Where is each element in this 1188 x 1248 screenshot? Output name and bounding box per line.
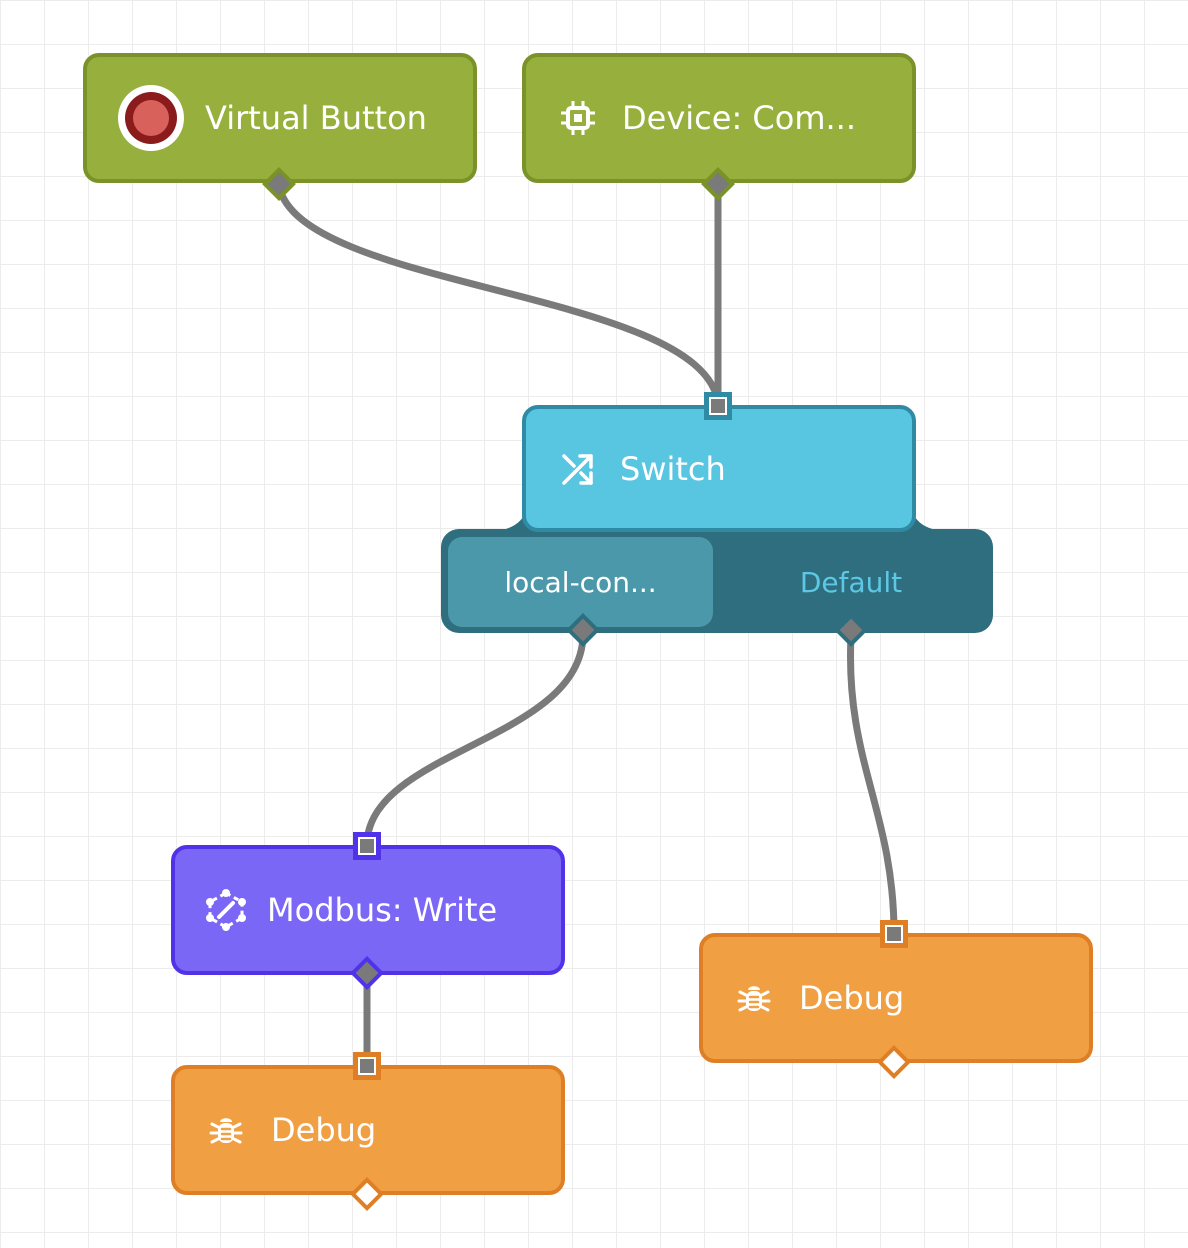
output-port[interactable] <box>700 166 736 202</box>
wire-switch-local-to-modbus <box>363 632 587 846</box>
output-port[interactable] <box>876 1044 912 1080</box>
output-port[interactable] <box>349 955 385 991</box>
chip-icon <box>560 100 596 136</box>
output-port[interactable] <box>261 166 297 202</box>
node-label: Modbus: Write <box>267 891 498 929</box>
modbus-icon <box>205 889 247 931</box>
record-button-icon <box>117 84 185 152</box>
output-port[interactable] <box>565 612 601 648</box>
node-label: Debug <box>271 1111 377 1149</box>
switch-tray-shoulder <box>909 495 943 531</box>
node-label: Debug <box>799 979 905 1017</box>
node-label: Device: Com... <box>622 99 856 137</box>
node-label: Virtual Button <box>205 99 427 137</box>
input-port[interactable] <box>702 390 734 422</box>
input-port[interactable] <box>878 918 910 950</box>
switch-output-tab-local[interactable]: local-con... <box>448 537 713 627</box>
switch-tray-shoulder <box>495 495 529 531</box>
input-port[interactable] <box>351 1050 383 1082</box>
wire-virtual-button-to-switch <box>275 182 722 406</box>
node-label: Switch <box>620 449 726 488</box>
output-port[interactable] <box>349 1176 385 1212</box>
bug-icon <box>209 1113 243 1147</box>
node-switch[interactable]: Switch <box>522 405 916 532</box>
shuffle-icon <box>560 451 596 487</box>
switch-output-tab-default[interactable]: Default <box>799 565 903 599</box>
wire-switch-default-to-debug <box>846 632 898 934</box>
output-port[interactable] <box>833 612 869 648</box>
node-device[interactable]: Device: Com... <box>522 53 916 183</box>
node-virtual-button[interactable]: Virtual Button <box>83 53 477 183</box>
bug-icon <box>737 981 771 1015</box>
input-port[interactable] <box>351 830 383 862</box>
